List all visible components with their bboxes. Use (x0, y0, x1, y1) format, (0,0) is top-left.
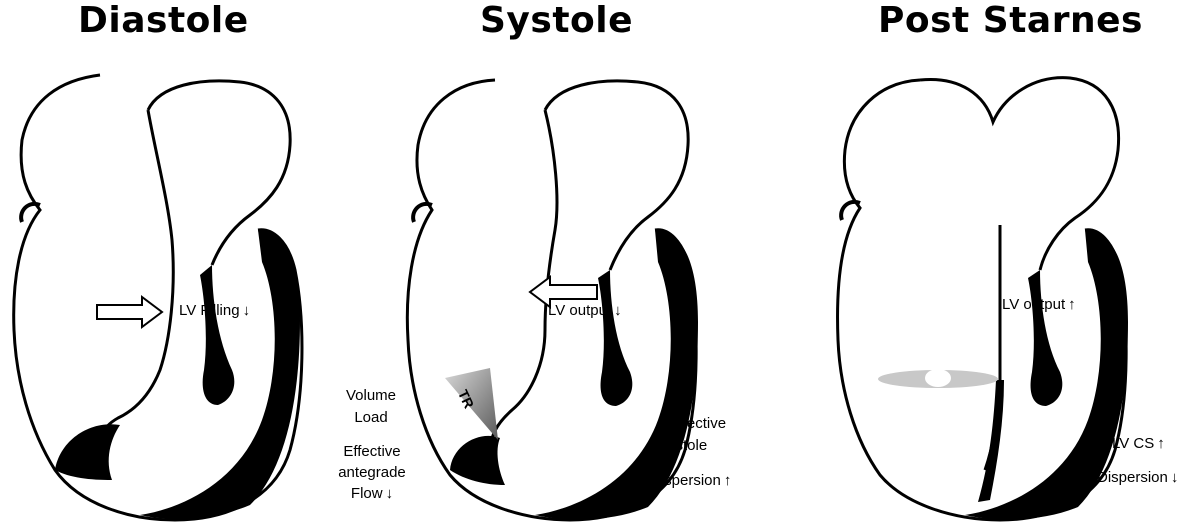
title-systole: Systole (480, 0, 634, 41)
diastole-left-atrium (146, 79, 292, 266)
post-lvcs-label: LV CS↑ (1112, 435, 1165, 452)
post-notch (839, 199, 861, 221)
systole-lower-wall (450, 435, 505, 485)
systole-tr-jet (445, 368, 498, 440)
post-dispersion-label: Dispersion↓ (1097, 469, 1179, 486)
arrow-down-icon: ↓ (614, 302, 622, 319)
systole-left-atrium (543, 79, 690, 271)
post-septum-band (978, 380, 1004, 502)
systole-septum (489, 109, 559, 456)
arrow-down-icon: ↓ (1170, 469, 1179, 486)
arrow-up-icon: ↑ (1157, 435, 1165, 452)
diastole-inner-band (200, 265, 235, 405)
systole-effective-flow: Effective antegrade Flow↓ (338, 443, 406, 502)
title-post-starnes: Post Starnes (878, 0, 1143, 41)
diastole-heart-outline (12, 73, 304, 522)
diastole-notch (19, 201, 41, 223)
systole-lv-output-label: LV output↓ (548, 302, 622, 319)
arrow-down-icon: ↓ (242, 302, 251, 319)
diastole-lv-filling-label: LV Filling↓ (179, 302, 251, 319)
diastole-lower-wall (55, 424, 120, 480)
systole-dispersion: Dispersion↑ (650, 472, 732, 489)
post-lv-wall (965, 230, 1128, 520)
arrow-up-icon: ↑ (1068, 296, 1076, 313)
arrow-down-icon: ↓ (385, 485, 394, 502)
post-inner-band (1028, 270, 1063, 406)
systole-volume-load: Volume Load (345, 387, 397, 426)
diastole-septum (96, 109, 175, 461)
systole-tr-label: TR (455, 387, 477, 411)
post-fenestration (925, 369, 951, 387)
systole-lv-wall (535, 230, 698, 520)
systole-inner-band (598, 270, 633, 406)
post-lv-output-label: LV output↑ (1002, 296, 1076, 313)
arrow-up-icon: ↑ (723, 472, 732, 489)
title-diastole: Diastole (78, 0, 249, 41)
post-top-lobes (919, 76, 1121, 271)
systole-ineffective: Ineffective Systole (658, 415, 727, 454)
diastole-filling-arrow (96, 295, 164, 329)
systole-notch (411, 201, 433, 223)
systole-output-arrow (528, 275, 598, 309)
diastole-lv-wall (140, 230, 300, 519)
